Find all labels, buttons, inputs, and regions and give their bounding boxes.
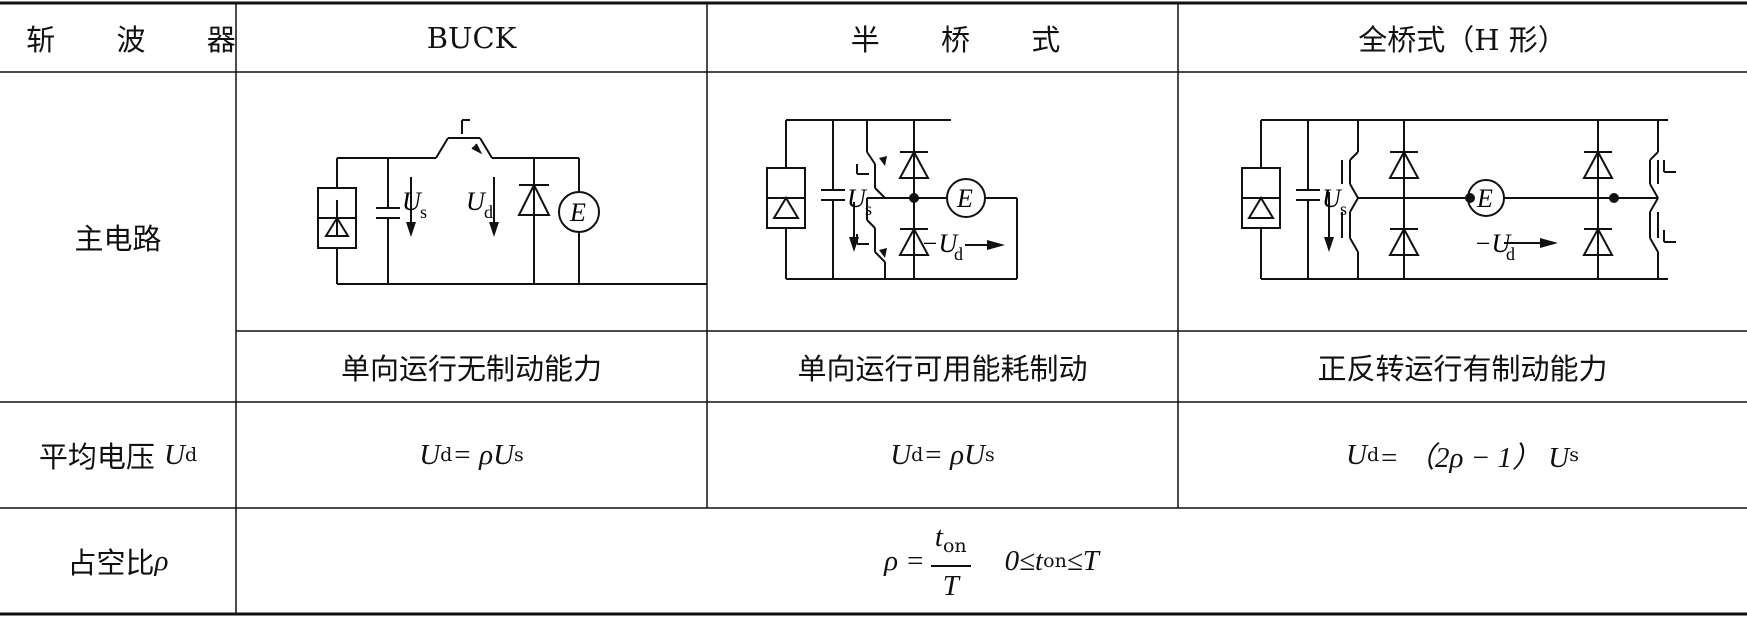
buck-capability: 单向运行无制动能力 [340, 351, 602, 386]
svg-text:s: s [420, 202, 427, 222]
svg-text:E: E [569, 198, 586, 227]
svg-text:d: d [954, 244, 963, 264]
svg-text:E: E [1476, 184, 1493, 213]
full-bridge-capability: 正反转运行有制动能力 [1317, 351, 1608, 386]
svg-text:−U: −U [1474, 229, 1513, 258]
main-circuit-label: 主电路 [74, 222, 162, 256]
half-bridge-circuit-diagram: U s E −U d [766, 119, 1018, 280]
svg-text:−U: −U [921, 229, 960, 258]
svg-text:U: U [847, 184, 868, 213]
header-half-bridge: 半 桥 式 [850, 22, 1087, 57]
svg-text:s: s [1340, 199, 1347, 219]
svg-text:d: d [1506, 244, 1515, 264]
header-full-bridge: 全桥式（H 形） [1358, 22, 1567, 57]
header-chopper: 斩 波 器 [26, 22, 262, 57]
half-bridge-capability: 单向运行可用能耗制动 [797, 351, 1088, 386]
buck-circuit-diagram: U s U d E [317, 119, 707, 285]
duty-cycle-fraction: ton T [930, 519, 971, 603]
svg-text:d: d [484, 202, 493, 222]
svg-text:s: s [865, 199, 872, 219]
svg-text:U: U [466, 187, 487, 216]
svg-text:U: U [1322, 184, 1343, 213]
full-bridge-circuit-diagram: U s E −U d [1241, 119, 1676, 280]
header-buck: BUCK [426, 20, 517, 55]
svg-text:U: U [402, 187, 423, 216]
svg-text:E: E [956, 184, 973, 213]
